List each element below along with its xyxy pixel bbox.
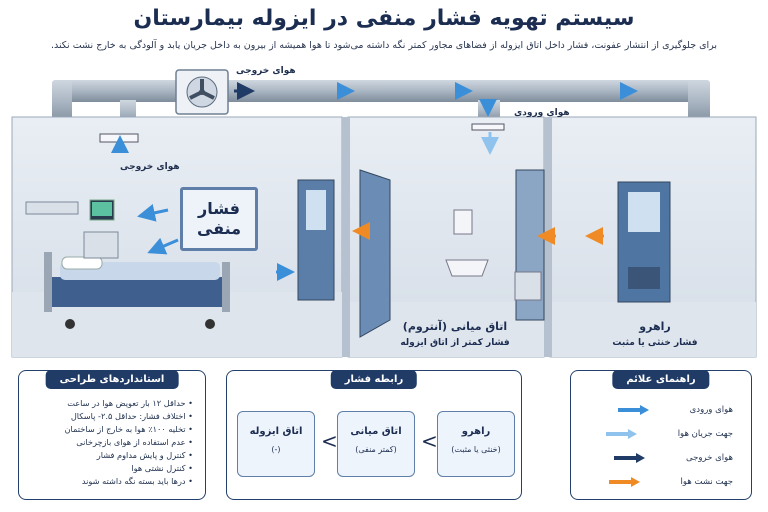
leak-arrow-icon xyxy=(608,477,640,487)
legend-item-supply: هوای ورودی xyxy=(616,403,733,417)
corridor-box-name: راهرو xyxy=(461,426,491,437)
exhaust-fan xyxy=(175,69,229,115)
anteroom-name: اتاق میانی (آنتروم) xyxy=(402,320,508,333)
pressure-box-corridor: راهرو (خنثی یا مثبت) xyxy=(437,411,515,477)
page-title: سیستم تهویه فشار منفی در ایزوله بیمارستا… xyxy=(133,6,635,31)
less-than-symbol: < xyxy=(321,429,338,453)
label-exhaust-top: هوای خروجی xyxy=(236,66,296,76)
anteroom-box-sub: (کمتر منفی) xyxy=(355,445,397,454)
legend-item-flow: جهت جریان هوا xyxy=(604,427,733,441)
negative-pressure-label: فشار منفی xyxy=(180,187,258,251)
corridor-box-sub: (خنثی یا مثبت) xyxy=(451,445,501,454)
legend-label: جهت جریان هوا xyxy=(677,429,733,439)
medical-monitor xyxy=(25,199,119,259)
anteroom-sub: فشار کمتر از اتاق ایزوله xyxy=(400,338,510,348)
label-exhaust-room: هوای خروجی xyxy=(120,162,180,172)
list-item: درها باید بسته نگه داشته شوند xyxy=(65,475,193,488)
legend-label: هوای ورودی xyxy=(689,405,733,415)
exhaust-arrow-icon xyxy=(614,453,646,463)
standards-panel: استانداردهای طراحی حداقل ۱۲ بار تعویض هو… xyxy=(18,370,206,500)
pressure-box-anteroom: اتاق میانی (کمتر منفی) xyxy=(337,411,415,477)
flow-arrow-icon xyxy=(605,429,637,439)
corridor-sub: فشار خنثی یا مثبت xyxy=(612,338,698,348)
pressure-panel: رابطه فشار اتاق ایزوله (-) < اتاق میانی … xyxy=(226,370,522,500)
legend-label: جهت نشت هوا xyxy=(680,477,733,487)
list-item: عدم استفاده از هوای بازچرخانی xyxy=(65,436,193,449)
scene-svg xyxy=(11,69,757,358)
pressure-box-isolation: اتاق ایزوله (-) xyxy=(237,411,315,477)
legend-item-leak: جهت نشت هوا xyxy=(607,475,733,489)
list-item: اختلاف فشار: حداقل ۲.۵- پاسکال xyxy=(65,410,193,423)
hvac-scene: هوای خروجی هوای ورودی هوای خروجی فشار من… xyxy=(0,62,768,362)
list-item: کنترل و پایش مداوم فشار xyxy=(65,449,193,462)
negative-line-2: منفی xyxy=(196,219,242,238)
page-subtitle: برای جلوگیری از انتشار عفونت، فشار داخل … xyxy=(50,40,718,51)
list-item: کنترل نشتی هوا xyxy=(65,462,193,475)
label-supply-top: هوای ورودی xyxy=(514,108,570,118)
legend-label: هوای خروجی xyxy=(686,453,733,463)
isolation-sub: (-) xyxy=(271,445,281,454)
hospital-bed xyxy=(44,252,230,329)
sink xyxy=(445,209,542,301)
standards-header: استانداردهای طراحی xyxy=(45,370,179,389)
corridor-name: راهرو xyxy=(639,320,671,333)
legend-header: راهنمای علائم xyxy=(612,370,710,389)
legend-panel: راهنمای علائم هوای ورودی جهت جریان هوا ه… xyxy=(570,370,752,500)
anteroom-box-name: اتاق میانی xyxy=(350,426,402,437)
supply-arrow-icon xyxy=(617,405,649,415)
isolation-name: اتاق ایزوله xyxy=(249,426,303,437)
pressure-header: رابطه فشار xyxy=(330,370,418,389)
negative-line-1: فشار xyxy=(198,199,240,218)
standards-list: حداقل ۱۲ بار تعویض هوا در ساعت اختلاف فش… xyxy=(65,397,193,488)
less-than-symbol: < xyxy=(421,429,438,453)
list-item: حداقل ۱۲ بار تعویض هوا در ساعت xyxy=(65,397,193,410)
legend-item-exhaust: هوای خروجی xyxy=(612,451,733,465)
list-item: تخلیه ۱۰۰٪ هوا به خارج از ساختمان xyxy=(65,423,193,436)
